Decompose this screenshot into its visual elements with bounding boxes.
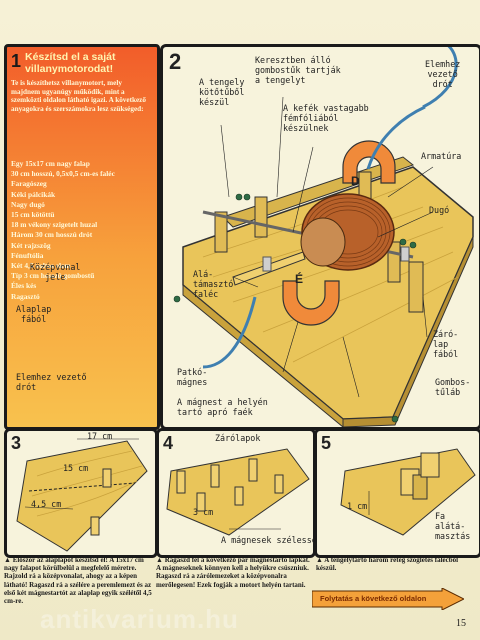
label-gombostulab: Gombos- tűláb — [435, 377, 471, 397]
label-kefek: A kefék vastagabb fémfóliából készülnek — [283, 103, 369, 133]
step3-number: 3 — [11, 433, 22, 453]
step4-dim-3: 3 cm — [193, 507, 214, 517]
step3-illustration — [16, 438, 148, 552]
step1-panel: 1 Készítsd el a saját villanymotorodat! … — [4, 44, 160, 430]
step3-panel: 3 17 cm 15 cm 4,5 cm — [4, 428, 158, 558]
label-armatura: Armatúra — [421, 151, 462, 161]
step4-zarolapok: Zárólapok — [215, 433, 261, 443]
post-2 — [254, 196, 268, 238]
wire-top — [422, 47, 458, 109]
brush-left — [262, 256, 272, 272]
label-elemhez-top: Elemhez vezető drót — [425, 59, 461, 89]
material-item: 15 cm kötöttü — [11, 210, 55, 220]
caption-arrow-icon: ▲ — [4, 556, 13, 564]
step1-heading: 1 Készítsd el a saját villanymotorodat! — [11, 51, 151, 75]
step4-magnesek: A mágnesek szélessége — [221, 535, 327, 545]
label-alaplap: Alaplap fából — [16, 304, 52, 324]
material-item: Kéki pálcikák — [11, 189, 56, 199]
step3-plate — [16, 440, 148, 552]
label-gombostuk: Keresztben álló gombostűk tartják a teng… — [255, 55, 341, 85]
step5-panel: 5 1 cm Fa alátá- masztás — [314, 428, 480, 558]
step4-number: 4 — [163, 433, 174, 453]
label-elemhez-bottom: Elemhez vezető drót — [16, 372, 87, 392]
watermark: antikvarium.hu — [40, 604, 239, 634]
step2-number: 2 — [169, 49, 182, 74]
material-item: Típ 3 cm hosszú gombostű — [11, 271, 95, 281]
label-ala-tamaszto: Alá- támasztó faléc — [193, 269, 234, 299]
material-item: Három 30 cm hosszú drót — [11, 230, 93, 240]
continue-arrow-icon — [312, 588, 464, 610]
material-item: Két 4,5 voltos elem — [11, 261, 71, 271]
step5-caption: ▲ A tengelytartó három réteg szögletes f… — [316, 556, 459, 573]
material-item: Faragószeg — [11, 179, 47, 189]
material-item: Éles kés — [11, 281, 37, 291]
magnet-d-letter: D — [351, 174, 360, 188]
continue-label: Folytatás a következő oldalon — [320, 594, 427, 603]
material-item: Két rajzszög — [11, 240, 51, 250]
coil-windings — [305, 197, 391, 267]
step3-dim-17: 17 cm — [87, 431, 113, 441]
label-tengely: A tengely kötőtűből készül — [199, 77, 245, 107]
cork — [300, 217, 346, 267]
label-dugo: Dugó — [429, 205, 450, 215]
step1-heading-line1: Készítsd el a saját — [25, 51, 116, 63]
material-item: Egy 15x17 cm nagy falap — [11, 159, 90, 168]
base-plate-front-edge — [182, 283, 344, 427]
wire-top-2 — [366, 105, 426, 170]
center-line — [28, 482, 136, 492]
material-item: Ragasztó — [11, 291, 40, 301]
right-post — [408, 261, 424, 313]
material-item: 18 m vékony szigetelt huzal — [11, 220, 98, 230]
label-magnest-tarto: A mágnest a helyén tartó apró faék — [177, 397, 268, 417]
leader-lines — [220, 96, 434, 398]
material-item: Nagy dugó — [11, 199, 45, 209]
step3-dim-15: 15 cm — [63, 463, 89, 473]
caption-arrow-icon: ▲ — [156, 556, 165, 564]
left-post — [214, 211, 228, 253]
step3-caption: ▲ Először az alaplapot készítsd el! A 15… — [4, 556, 152, 606]
step3-holder-2 — [90, 516, 100, 536]
step5-dim-1: 1 cm — [347, 501, 368, 511]
wire-bottom — [202, 296, 257, 369]
step1-intro: Te is készíthetsz villanymotort, mely ma… — [11, 79, 146, 113]
magnet-e — [282, 280, 340, 326]
motor-illustration: D É — [173, 47, 474, 427]
page-number: 15 — [456, 618, 466, 629]
label-kozepvonal: Középvonal jele — [30, 262, 81, 282]
step5-number: 5 — [321, 433, 332, 453]
step1-heading-line2: villanymotorodat! — [25, 63, 114, 75]
brush-right — [400, 246, 410, 262]
label-patkomagnes: Patkó- mágnes — [177, 367, 208, 387]
magnet-d — [342, 140, 396, 184]
step1-number: 1 — [11, 51, 22, 71]
pins — [173, 193, 417, 423]
step5-fa-alatamasztas: Fa alátá- masztás — [435, 511, 471, 541]
caption-arrow-icon: ▲ — [316, 556, 325, 564]
material-item: 30 cm hosszú, 0,5x0,5 cm-es faléc — [11, 169, 115, 179]
continue-next-page[interactable]: Folytatás a következő oldalon — [312, 588, 464, 610]
step4-illustration — [166, 448, 310, 536]
step3-dim-45: 4,5 cm — [31, 499, 62, 509]
step2-panel: 2 — [160, 44, 480, 430]
step4-panel: 4 Zárólapok 3 cm A mágnesek szélessége — [156, 428, 327, 558]
step3-holder-1 — [102, 468, 112, 488]
step5-illustration — [340, 448, 476, 536]
step1-orange-box: 1 Készítsd el a saját villanymotorodat! … — [4, 44, 160, 430]
step4-caption: ▲ Ragaszd fel a következő pár mágnestart… — [156, 556, 310, 589]
label-zarolap: Záró- lap fából — [433, 329, 459, 359]
magnet-e-letter: É — [295, 271, 303, 286]
material-item: Fénuftólia — [11, 250, 44, 260]
